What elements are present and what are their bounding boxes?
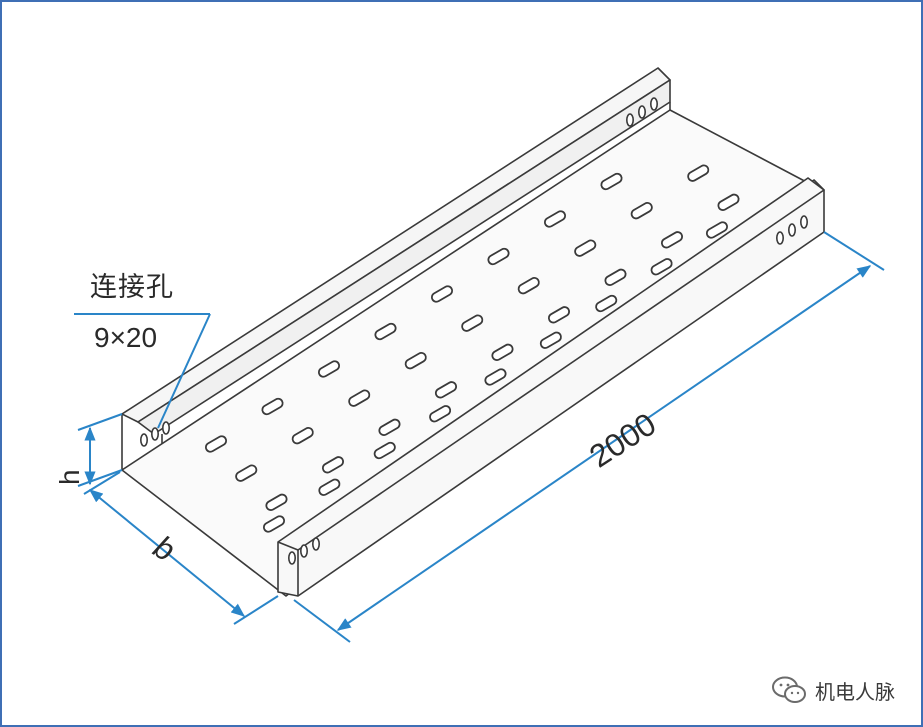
connection-hole <box>151 427 160 441</box>
connection-hole-label: 连接孔 <box>90 272 174 303</box>
slot-hole <box>687 164 710 182</box>
watermark-text: 机电人脉 <box>815 679 895 704</box>
slot-hole <box>262 515 286 533</box>
connection-hole <box>637 105 646 119</box>
slot-hole <box>600 172 623 191</box>
height-dimension <box>77 413 123 487</box>
connection-hole <box>311 537 320 551</box>
slot-hole <box>487 247 510 266</box>
connection-holes <box>140 97 808 565</box>
connection-hole <box>287 551 296 565</box>
slot-hole <box>660 231 684 249</box>
slot-hole <box>204 435 228 453</box>
wechat-icon <box>772 676 806 703</box>
watermark: 机电人脉 <box>771 675 895 705</box>
connection-hole <box>649 97 658 111</box>
slot-hole <box>543 210 567 228</box>
slot-hole <box>291 427 314 445</box>
connection-hole-size-label: 9×20 <box>94 322 158 353</box>
width-dimension <box>83 471 279 625</box>
connection-hole <box>775 231 784 245</box>
slot-hole <box>265 493 288 511</box>
height-label: h <box>54 469 85 485</box>
connection-hole <box>787 223 796 237</box>
slot-hole <box>235 464 258 482</box>
length-dimension <box>293 231 885 643</box>
slot-hole <box>630 202 653 220</box>
connection-hole <box>140 433 149 447</box>
connection-hole <box>799 215 808 229</box>
slot-hole <box>717 193 740 211</box>
slot-hole <box>574 239 597 257</box>
connection-hole <box>299 544 308 558</box>
connection-hole <box>625 113 634 127</box>
slot-hole <box>261 397 284 416</box>
hole-leader <box>74 313 211 429</box>
connection-hole <box>162 421 171 435</box>
slot-hole <box>705 221 728 239</box>
